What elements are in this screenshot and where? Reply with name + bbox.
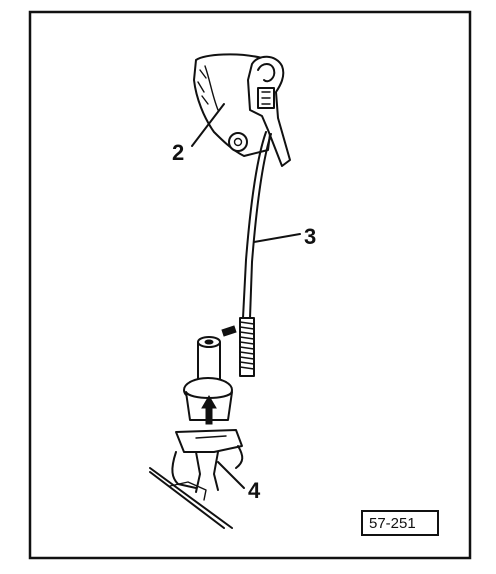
pivot-hole: [233, 137, 243, 147]
figure-number-box: 57-251: [361, 510, 439, 536]
leader-line-4: [217, 461, 245, 489]
direction-arrow-up: [201, 395, 217, 425]
pivot-boss: [228, 132, 248, 152]
callout-2-group: 2: [172, 103, 225, 165]
panel-edge-lower: [149, 471, 225, 529]
lower-bracket-right: [235, 445, 244, 469]
hook-lever: [247, 55, 291, 167]
base-clip: [175, 429, 243, 453]
connecting-rod: [221, 131, 272, 377]
thread-lines: [239, 321, 255, 370]
rod-body-right: [249, 133, 272, 319]
panel-bracket-foot: [169, 481, 207, 501]
figure-number: 57-251: [369, 515, 416, 532]
panel-edge-upper: [149, 467, 233, 529]
clip-leg-right: [213, 451, 219, 491]
callout-3: 3: [304, 224, 316, 249]
figure-number-border: [361, 510, 439, 536]
upper-bracket-assembly: [193, 53, 291, 167]
figure-frame: [28, 10, 472, 560]
callout-4-group: 4: [217, 461, 261, 503]
base-clip-slot: [195, 435, 227, 439]
lower-ball-socket-assembly: [149, 336, 244, 529]
plate-hatch: [197, 69, 209, 105]
leader-line-2: [191, 103, 225, 147]
callout-4: 4: [248, 478, 261, 503]
leader-line-3: [253, 233, 301, 243]
hook-clip-detail: [261, 91, 271, 105]
rod-body-left: [242, 131, 267, 319]
callout-3-group: 3: [253, 224, 316, 249]
plate-edge-line: [204, 65, 219, 111]
post-bore: [204, 339, 214, 345]
hook-inner-curve: [257, 63, 276, 83]
callout-2: 2: [172, 140, 184, 165]
retaining-pin: [221, 325, 237, 337]
